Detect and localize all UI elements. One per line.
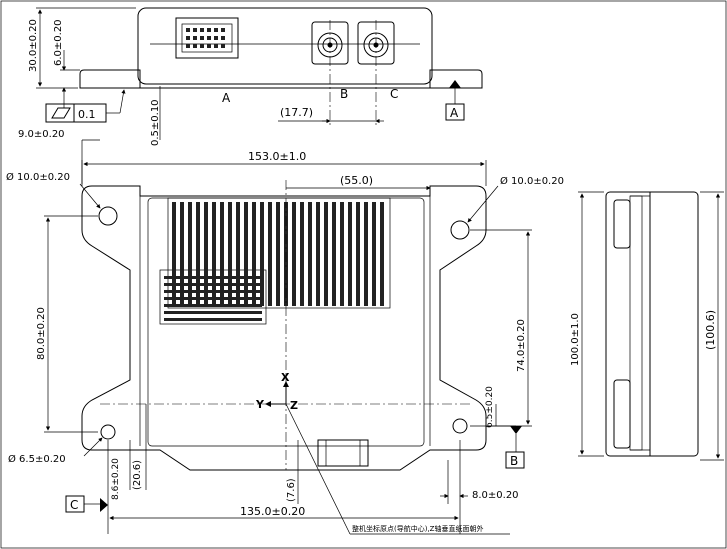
dim-offset-6-5: 6.5±0.20 <box>485 386 495 428</box>
dim-offset-0-5: 0.5±0.10 <box>150 99 161 146</box>
main-connector <box>175 17 239 59</box>
dim-hole-spacing-h: 135.0±0.20 <box>240 505 305 518</box>
dim-20-6: (20.6) <box>132 460 143 490</box>
top-view: A B C (17.7) 30.0±0.20 6.0±0.20 0.1 0.5±… <box>28 7 483 146</box>
hole-left-callout: Ø 10.0±0.20 <box>6 171 70 183</box>
dim-heatsink-width: (55.0) <box>340 174 373 187</box>
label-a: A <box>222 91 231 105</box>
mount-hole-top-right <box>450 220 470 240</box>
dim-flange-6: 6.0±0.20 <box>53 19 64 66</box>
dim-side-height: 100.0±1.0 <box>570 313 581 366</box>
label-b: B <box>340 87 348 101</box>
dim-height-30: 30.0±0.20 <box>28 19 39 72</box>
side-view: 100.0±1.0 (100.6) <box>570 191 724 461</box>
dim-overall-width: 153.0±1.0 <box>248 150 306 163</box>
datum-a: A <box>450 106 459 120</box>
axis-x-label: X <box>281 371 290 384</box>
hole-right-callout: Ø 10.0±0.20 <box>500 175 564 187</box>
dim-side-ref-height: (100.6) <box>704 310 717 350</box>
axis-z-label: Z <box>290 399 298 412</box>
datum-b: B <box>510 454 518 468</box>
axis-y-label: Y <box>255 398 265 411</box>
origin-note: 整机坐标原点(导航中心),Z轴垂直纸面朝外 <box>352 524 483 533</box>
front-view: X Y Z 9.0±0.20 153.0±1.0 (55.0) Ø 10.0±0… <box>6 129 564 535</box>
flatness-value: 0.1 <box>78 108 96 121</box>
dim-connector-spacing: (17.7) <box>280 106 313 119</box>
small-hole-callout: Ø 6.5±0.20 <box>8 453 66 465</box>
coordinate-axes: X Y Z <box>255 371 298 412</box>
dim-hole-spacing-v: 80.0±0.20 <box>36 307 47 360</box>
mount-hole-bottom-right <box>452 418 468 434</box>
datum-c: C <box>70 498 78 512</box>
mount-hole-top-left <box>98 206 118 226</box>
dim-mount-height: 74.0±0.20 <box>516 319 527 372</box>
mount-hole-bottom-left <box>100 424 116 440</box>
dim-left-edge: 9.0±0.20 <box>18 129 65 140</box>
dim-7-6: (7.6) <box>286 478 297 502</box>
dim-8-0: 8.0±0.20 <box>472 490 519 501</box>
flatness-callout: 0.1 <box>45 89 126 123</box>
dim-8-6: 8.6±0.20 <box>111 458 121 500</box>
label-c: C <box>390 87 398 101</box>
heatsink-fins <box>159 197 391 325</box>
